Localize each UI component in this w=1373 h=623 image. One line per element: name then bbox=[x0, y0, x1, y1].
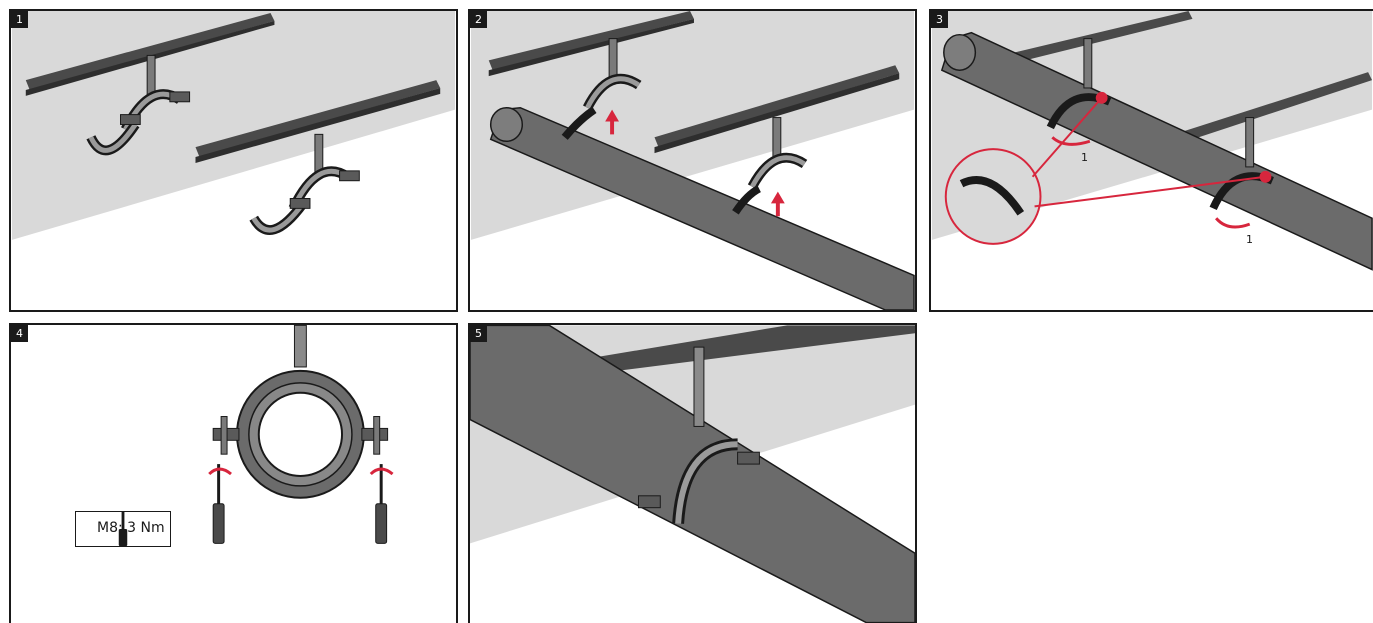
step-number: 2 bbox=[470, 11, 487, 28]
step-number: 4 bbox=[11, 325, 28, 342]
rotation-label: 1 bbox=[1081, 151, 1088, 164]
torque-specification: M8: 3 Nm bbox=[75, 511, 171, 547]
rotation-arrow-icon bbox=[208, 467, 232, 476]
step-5-illustration bbox=[470, 325, 915, 623]
screwdriver-icon bbox=[118, 512, 128, 546]
step-number: 1 bbox=[11, 11, 28, 28]
step-number: 5 bbox=[470, 325, 487, 342]
rotation-arrow-icon bbox=[1215, 217, 1251, 229]
rotation-label: 1 bbox=[1246, 233, 1253, 246]
torque-label: M8: 3 Nm bbox=[97, 520, 165, 536]
step-panel-4: 4 M8: 3 Nm bbox=[9, 323, 458, 623]
screwdriver-icon bbox=[212, 464, 225, 544]
step-4-illustration bbox=[208, 325, 394, 544]
up-arrow-icon bbox=[770, 191, 785, 217]
rotation-arrow-icon bbox=[1051, 136, 1091, 146]
step-2-illustration bbox=[470, 11, 915, 310]
step-panel-1: 1 bbox=[9, 9, 458, 312]
step-panel-3: 3 1 1 bbox=[929, 9, 1373, 312]
step-1-illustration bbox=[11, 11, 456, 240]
step-panel-5: 5 bbox=[468, 323, 917, 623]
step-3-illustration bbox=[931, 11, 1373, 271]
screwdriver-icon bbox=[375, 464, 388, 544]
rotation-arrow-icon bbox=[369, 467, 394, 476]
step-panel-2: 2 bbox=[468, 9, 917, 312]
up-arrow-icon bbox=[605, 109, 619, 135]
step-number: 3 bbox=[931, 11, 948, 28]
